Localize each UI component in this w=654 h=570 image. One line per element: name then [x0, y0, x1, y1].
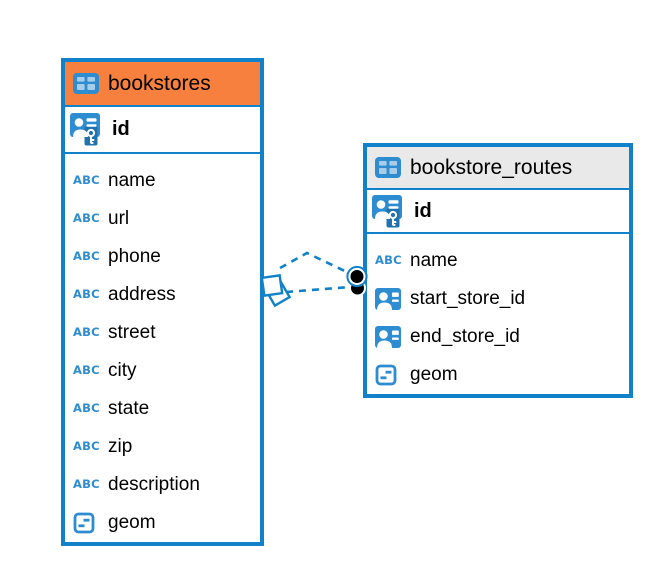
primary-key-icon — [70, 113, 104, 146]
relationship-source-symbol[interactable] — [260, 273, 292, 308]
foreign-key-type-icon — [375, 288, 401, 310]
table-title: bookstore_routes — [410, 155, 573, 179]
table-bookstore-routes[interactable]: bookstore_routes id — [363, 143, 633, 398]
column-row-zip[interactable]: ABC zip — [65, 428, 260, 466]
relationship-line-upper[interactable] — [279, 251, 352, 276]
primary-key-row[interactable]: id — [65, 107, 260, 154]
primary-key-name: id — [414, 199, 432, 222]
column-name: geom — [108, 512, 156, 533]
text-type-icon: ABC — [73, 325, 100, 340]
relationship-target-symbol[interactable] — [346, 265, 368, 297]
text-type-icon: ABC — [73, 401, 100, 416]
table-title: bookstores — [108, 71, 211, 95]
column-name: phone — [108, 246, 161, 267]
primary-key-row[interactable]: id — [367, 190, 629, 234]
column-name: name — [108, 170, 156, 191]
column-row-end-store-id[interactable]: end_store_id — [367, 318, 629, 356]
column-name: address — [108, 284, 176, 305]
primary-key-icon — [372, 194, 406, 228]
text-type-icon: ABC — [73, 363, 100, 378]
table-bookstore-routes-header[interactable]: bookstore_routes — [367, 147, 629, 190]
text-type-icon: ABC — [73, 439, 100, 454]
column-row-geom[interactable]: geom — [65, 504, 260, 542]
column-row-start-store-id[interactable]: start_store_id — [367, 280, 629, 318]
column-row-street[interactable]: ABC street — [65, 314, 260, 352]
text-type-icon: ABC — [73, 173, 100, 188]
table-bookstores[interactable]: bookstores id A — [61, 58, 264, 546]
column-row-name[interactable]: ABC name — [65, 162, 260, 200]
relationship-line-lower[interactable] — [285, 285, 351, 294]
column-name: state — [108, 398, 150, 419]
column-row-phone[interactable]: ABC phone — [65, 238, 260, 276]
geometry-type-icon — [375, 364, 401, 386]
column-name: description — [108, 474, 200, 495]
column-name: start_store_id — [410, 288, 526, 309]
column-name: name — [410, 250, 458, 271]
column-name: zip — [108, 436, 133, 457]
column-name: url — [108, 208, 130, 229]
column-list: ABC name start_store_id — [367, 234, 629, 394]
column-row-state[interactable]: ABC state — [65, 390, 260, 428]
text-type-icon: ABC — [375, 253, 402, 268]
column-name: geom — [410, 364, 458, 385]
foreign-key-type-icon — [375, 326, 401, 348]
text-type-icon: ABC — [73, 249, 100, 264]
column-name: city — [108, 360, 137, 381]
column-row-description[interactable]: ABC description — [65, 466, 260, 504]
column-row-name[interactable]: ABC name — [367, 242, 629, 280]
column-row-geom[interactable]: geom — [367, 356, 629, 394]
table-icon — [375, 157, 401, 178]
primary-key-name: id — [112, 118, 130, 140]
column-row-address[interactable]: ABC address — [65, 276, 260, 314]
text-type-icon: ABC — [73, 477, 100, 492]
column-name: street — [108, 322, 156, 343]
geometry-type-icon — [73, 512, 99, 534]
column-name: end_store_id — [410, 326, 520, 347]
column-row-city[interactable]: ABC city — [65, 352, 260, 390]
text-type-icon: ABC — [73, 211, 100, 226]
table-icon — [73, 73, 99, 94]
table-bookstores-header[interactable]: bookstores — [65, 62, 260, 107]
text-type-icon: ABC — [73, 287, 100, 302]
column-list: ABC name ABC url ABC phone ABC address A… — [65, 154, 260, 542]
column-row-url[interactable]: ABC url — [65, 200, 260, 238]
